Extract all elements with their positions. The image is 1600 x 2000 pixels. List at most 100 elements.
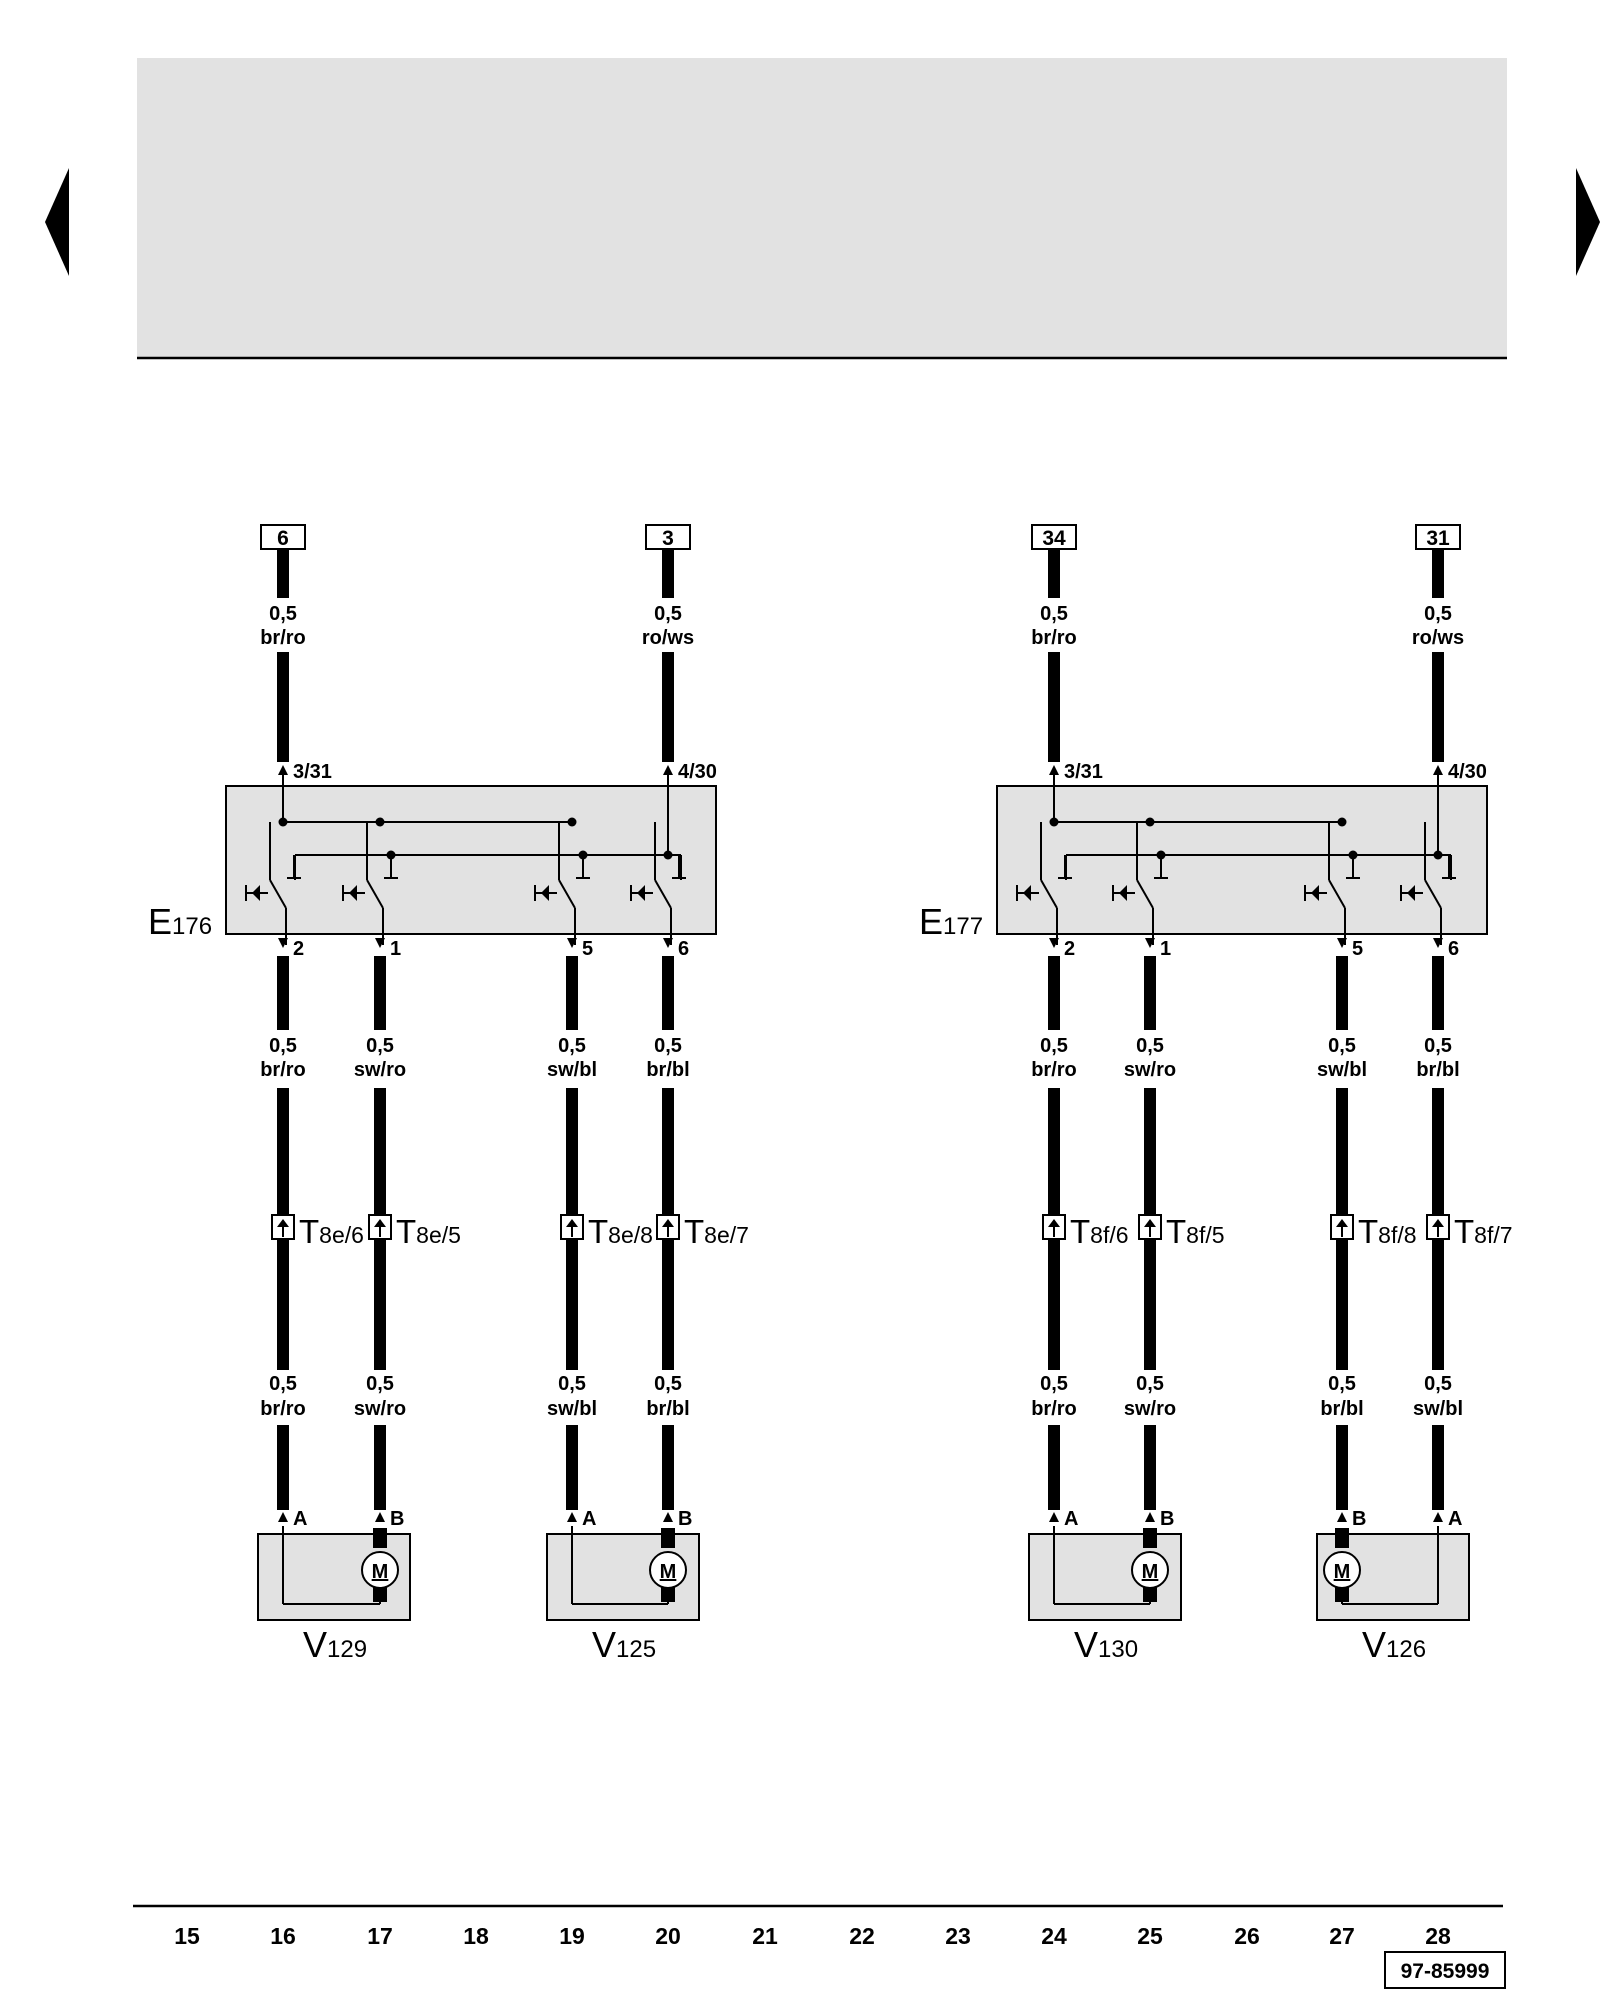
wire (1432, 956, 1444, 1030)
wire (1048, 1240, 1060, 1370)
wire-color-label: br/ro (1031, 1398, 1077, 1420)
wire-size-label: 0,5 (558, 1373, 586, 1395)
connector-label: T8f/5 (1166, 1213, 1225, 1250)
pin-label: 2 (1064, 938, 1075, 960)
connector-arrow-icon (1048, 1219, 1060, 1227)
pin-label: 6 (678, 938, 689, 960)
pin-label: 1 (1160, 938, 1171, 960)
pin-label: 3/31 (293, 761, 332, 783)
pin-arrow-icon (278, 938, 288, 948)
pin-arrow-icon (1049, 765, 1059, 775)
pin-arrow-icon (1433, 765, 1443, 775)
wire (1432, 1088, 1444, 1215)
connector-label: T8f/6 (1070, 1213, 1129, 1250)
junction-dot (567, 817, 577, 827)
pin-arrow-icon (278, 765, 288, 775)
triangle-left-icon[interactable] (45, 168, 69, 276)
junction-dot (1337, 817, 1347, 827)
wire (277, 1240, 289, 1370)
wire-color-label: sw/bl (1317, 1059, 1367, 1081)
pin-arrow-icon (278, 1512, 288, 1522)
triangle-right-icon[interactable] (1576, 168, 1600, 276)
motor-symbol-label: M (1334, 1561, 1351, 1583)
wire-color-label: br/ro (260, 627, 306, 649)
wire-color-label: ro/ws (1412, 627, 1464, 649)
wire-reference-box (1415, 524, 1461, 550)
wire (277, 956, 289, 1030)
wire-size-label: 0,5 (558, 1035, 586, 1057)
switch-contact (558, 879, 576, 909)
column-number: 17 (367, 1923, 393, 1949)
column-number: 19 (559, 1923, 585, 1949)
junction-dot (1433, 850, 1443, 860)
wire (566, 956, 578, 1030)
switch-contact (654, 879, 672, 909)
wire-size-label: 0,5 (1040, 603, 1068, 625)
motor-terminal (661, 1528, 675, 1548)
pin-label: B (390, 1508, 404, 1530)
wire-color-label: br/bl (1320, 1398, 1363, 1420)
pin-arrow-icon (1145, 938, 1155, 948)
switch-contact (1328, 879, 1346, 909)
pin-label: 3/31 (1064, 761, 1103, 783)
motor-icon (361, 1551, 399, 1589)
wire-size-label: 0,5 (1136, 1035, 1164, 1057)
wire-color-label: br/ro (1031, 627, 1077, 649)
column-number: 22 (849, 1923, 875, 1949)
wire-color-label: sw/bl (547, 1398, 597, 1420)
pin-label: 2 (293, 938, 304, 960)
wire-reference-box (645, 524, 691, 550)
reference-number: 97-85999 (1401, 1960, 1490, 1983)
pin-arrow-icon (663, 765, 673, 775)
motor-icon (1323, 1551, 1361, 1589)
pin-arrow-icon (375, 1512, 385, 1522)
wire (277, 1088, 289, 1215)
connector-arrow-icon (1336, 1219, 1348, 1227)
pin-label: 4/30 (1448, 761, 1487, 783)
pin-label: 5 (1352, 938, 1363, 960)
switch-contact (366, 879, 384, 909)
wire-color-label: br/ro (1031, 1059, 1077, 1081)
column-number: 25 (1137, 1923, 1163, 1949)
wire-color-label: br/ro (260, 1398, 306, 1420)
column-number: 27 (1329, 1923, 1355, 1949)
switch-component-box (225, 785, 717, 935)
wire (374, 1240, 386, 1370)
switch-contact (1424, 879, 1442, 909)
wire (1144, 1088, 1156, 1215)
wire-size-label: 0,5 (269, 1035, 297, 1057)
junction-dot (663, 850, 673, 860)
junction-dot (375, 817, 385, 827)
wire (1336, 1425, 1348, 1510)
motor-terminal (1335, 1528, 1349, 1548)
wire (1144, 1240, 1156, 1370)
wire-size-label: 0,5 (269, 1373, 297, 1395)
pin-label: 4/30 (678, 761, 717, 783)
wire (277, 550, 289, 598)
pin-label: A (1064, 1508, 1078, 1530)
wire-color-label: br/bl (1416, 1059, 1459, 1081)
switch-contact (1136, 879, 1154, 909)
wire (1336, 956, 1348, 1030)
wire (1144, 956, 1156, 1030)
motor-terminal (1335, 1586, 1349, 1602)
column-number: 23 (945, 1923, 971, 1949)
junction-dot (278, 817, 288, 827)
wire-color-label: sw/ro (354, 1059, 406, 1081)
pin-arrow-icon (1049, 1512, 1059, 1522)
reference-box (1384, 1951, 1506, 1989)
pin-arrow-icon (1145, 1512, 1155, 1522)
motor-label: V130 (1074, 1624, 1138, 1665)
wire (566, 1088, 578, 1215)
pin-arrow-icon (567, 938, 577, 948)
pin-arrow-icon (375, 938, 385, 948)
connector-arrow-icon (566, 1219, 578, 1227)
motor-symbol-label: M (372, 1561, 389, 1583)
connector-label: T8e/7 (684, 1213, 749, 1250)
motor-icon (1131, 1551, 1169, 1589)
wire-size-label: 0,5 (654, 1373, 682, 1395)
wire (662, 1088, 674, 1215)
connector-label: T8e/5 (396, 1213, 461, 1250)
wire (1432, 550, 1444, 598)
column-number: 16 (270, 1923, 296, 1949)
